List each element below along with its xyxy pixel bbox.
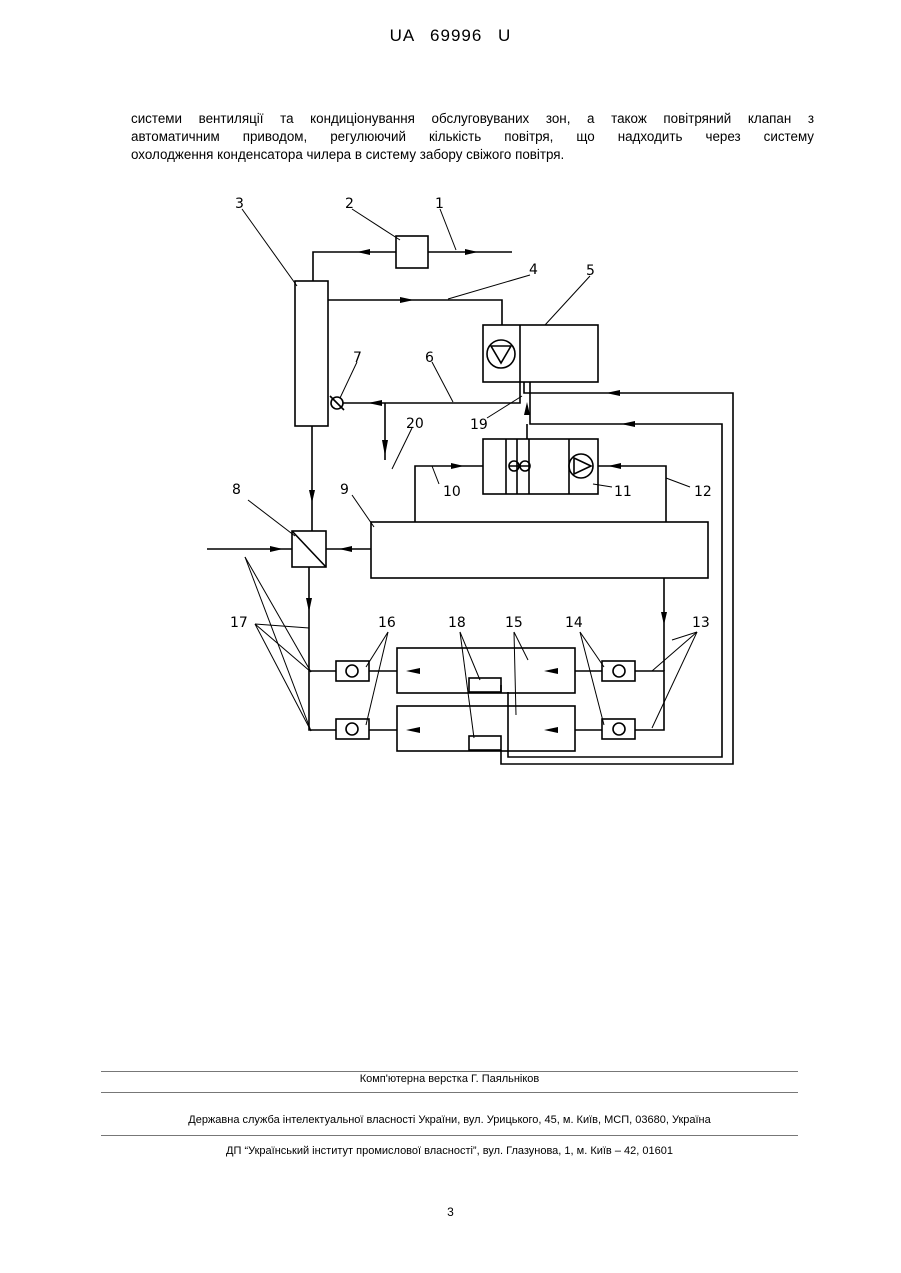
box-11-chiller: [483, 439, 598, 494]
system-diagram: 1 2 3 4 5 6 7 8 9 10 11 12 13 14 15 16 1…: [0, 0, 901, 800]
label-2: 2: [345, 196, 354, 212]
valve-14: [602, 719, 635, 739]
label-15: 15: [505, 615, 523, 631]
valve-16: [336, 719, 369, 739]
label-10: 10: [443, 484, 461, 500]
label-11: 11: [614, 484, 632, 500]
label-12: 12: [694, 484, 712, 500]
pump-arrow-icon-11: [574, 458, 591, 474]
footer-rule: [101, 1092, 798, 1093]
valve-14-icon: [613, 665, 625, 677]
leader-lines: [242, 209, 697, 738]
agency-address: Державна служба інтелектуальної власност…: [101, 1114, 798, 1126]
box-18-controller: [469, 736, 501, 750]
valve-14: [602, 661, 635, 681]
label-7: 7: [353, 350, 362, 366]
footer-rule: [101, 1135, 798, 1136]
label-14: 14: [565, 615, 583, 631]
box-9-collector: [371, 522, 708, 578]
label-6: 6: [425, 350, 434, 366]
fan-blade-icon-5: [491, 346, 511, 363]
valve-16-icon: [346, 665, 358, 677]
label-13: 13: [692, 615, 710, 631]
label-19: 19: [470, 417, 488, 433]
box-15-room-unit: [397, 706, 575, 751]
valve-16-icon: [346, 723, 358, 735]
label-20: 20: [406, 416, 424, 432]
box-18-controller: [469, 678, 501, 692]
label-18: 18: [448, 615, 466, 631]
footer-rule: [101, 1071, 798, 1072]
label-9: 9: [340, 482, 349, 498]
layout-credit: Комп'ютерна верстка Г. Паяльніков: [101, 1073, 798, 1085]
box-3-heat-exchanger: [295, 281, 328, 426]
valve-14-icon: [613, 723, 625, 735]
institute-address: ДП “Український інститут промислової вла…: [101, 1145, 798, 1157]
valve-16: [336, 661, 369, 681]
label-4: 4: [529, 262, 538, 278]
label-5: 5: [586, 263, 595, 279]
page-number: 3: [0, 1205, 901, 1219]
label-1: 1: [435, 196, 444, 212]
label-8: 8: [232, 482, 241, 498]
connection-lines: [207, 252, 733, 764]
box-5-unit: [483, 325, 598, 382]
box-2-filter: [396, 236, 428, 268]
label-17: 17: [230, 615, 248, 631]
label-16: 16: [378, 615, 396, 631]
label-3: 3: [235, 196, 244, 212]
